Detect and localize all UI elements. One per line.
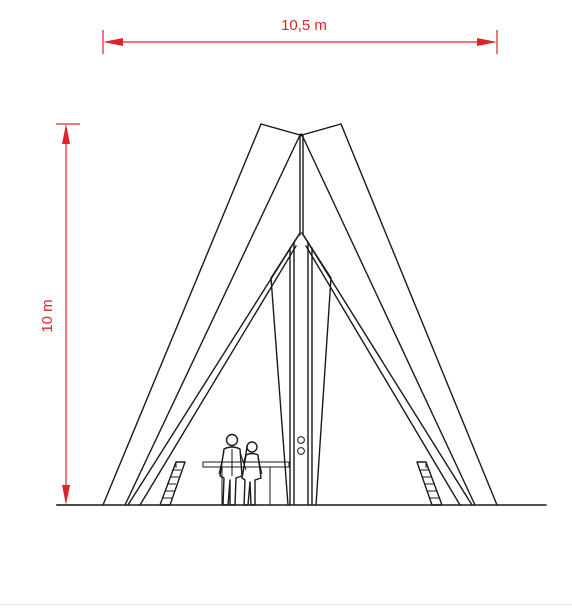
height-label: 10 m	[39, 299, 56, 332]
bench	[202, 461, 290, 505]
bottom-divider	[0, 604, 572, 605]
central-spine	[299, 134, 304, 236]
height-dimension: 10 m	[39, 123, 80, 506]
outer-left-leg	[102, 123, 301, 506]
width-arrow-left	[103, 38, 123, 46]
left-footing	[159, 461, 186, 506]
ridge-joint	[299, 133, 303, 137]
person-man	[218, 433, 247, 506]
door-knob-upper	[297, 436, 305, 444]
central-panel	[270, 232, 332, 506]
width-label: 10,5 m	[281, 17, 327, 34]
people-figures	[218, 433, 263, 506]
width-arrow-right	[477, 38, 497, 46]
person-woman	[241, 441, 263, 506]
width-dimension: 10,5 m	[102, 17, 498, 54]
outer-right-leg	[301, 123, 498, 506]
door-knob-lower	[297, 447, 305, 455]
right-footing	[416, 461, 443, 506]
height-arrow-top	[62, 124, 70, 144]
height-arrow-bottom	[62, 485, 70, 505]
